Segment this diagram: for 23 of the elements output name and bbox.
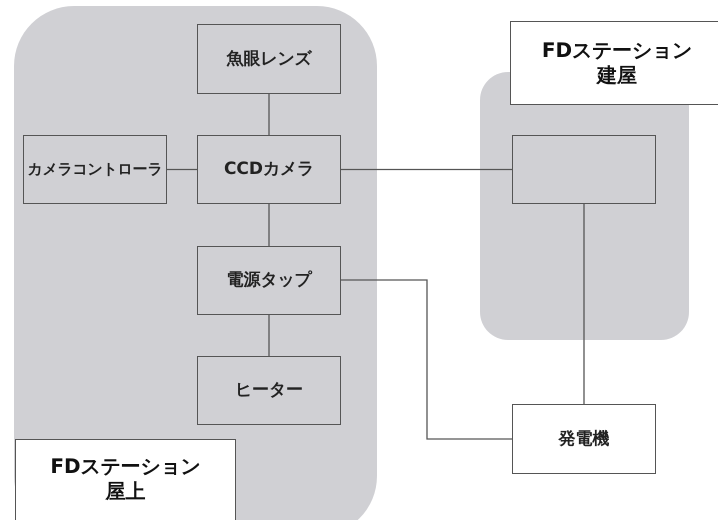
component-box bbox=[197, 356, 341, 425]
connector-line bbox=[268, 315, 270, 356]
component-box bbox=[512, 404, 656, 474]
region-background bbox=[14, 6, 377, 520]
empty-box bbox=[512, 135, 656, 204]
component-box bbox=[197, 246, 341, 315]
connector-line bbox=[341, 168, 512, 170]
region-heading: FDステーション屋上 bbox=[15, 439, 236, 520]
component-box bbox=[197, 135, 341, 204]
box-label: 電源タップ bbox=[226, 269, 312, 292]
connector-line bbox=[341, 279, 512, 440]
component-box bbox=[197, 24, 341, 94]
region-heading: FDステーション建屋 bbox=[510, 21, 718, 105]
box-label: 魚眼レンズ bbox=[226, 48, 312, 70]
box-label: カメラコントローラ bbox=[28, 160, 162, 180]
connector-line bbox=[268, 204, 270, 246]
connector-line bbox=[167, 168, 197, 170]
connector-line bbox=[268, 94, 270, 135]
component-box bbox=[23, 135, 167, 204]
box-label: 発電機 bbox=[558, 428, 610, 450]
box-label: CCDカメラ bbox=[224, 158, 314, 181]
connector-line bbox=[583, 204, 585, 404]
box-label: ヒーター bbox=[235, 379, 303, 402]
